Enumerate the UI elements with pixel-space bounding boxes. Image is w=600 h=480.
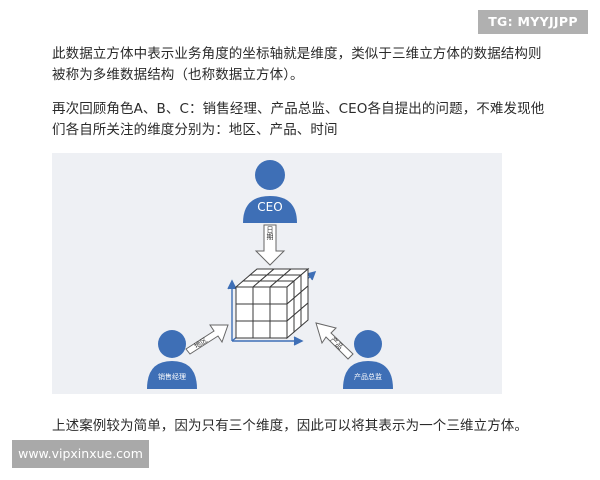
cube-front-face (269, 303, 288, 322)
cube-front-face (252, 303, 271, 322)
paragraph-2: 再次回顾角色A、B、C：销售经理、产品总监、CEO各自提出的问题，不难发现他们各… (52, 101, 545, 138)
cube-front-face (235, 286, 254, 305)
cube-front-face (252, 286, 271, 305)
product-director-person-icon: 产品总监 (343, 330, 393, 389)
product-director-label: 产品总监 (354, 372, 382, 381)
data-cube (234, 267, 310, 340)
cube-front-face (235, 320, 254, 339)
cube-front-face (269, 286, 288, 305)
sales-manager-person-icon: 销售经理 (147, 330, 197, 389)
data-cube-diagram: CEO 日期 地区 (147, 160, 393, 389)
sales-manager-label: 销售经理 (158, 372, 186, 381)
date-arrow-label: 日期 (266, 226, 274, 241)
date-arrow: 日期 (254, 224, 286, 266)
cube-front-face (269, 320, 288, 339)
region-arrow: 地区 (185, 324, 229, 355)
paragraph-1: 此数据立方体中表示业务角度的坐标轴就是维度，类似于三维立方体的数据结构则被称为多… (52, 46, 542, 83)
paragraph-3: 上述案例较为简单，因为只有三个维度，因此可以将其表示为一个三维立方体。 (52, 418, 528, 434)
product-arrow: 产品 (315, 322, 354, 360)
data-cube-figure: CEO 日期 地区 (52, 153, 502, 394)
cube-front-face (252, 320, 271, 339)
telegram-watermark: TG: MYYJJPP (478, 10, 588, 34)
website-watermark: www.vipxinxue.com (12, 440, 149, 468)
ceo-label: CEO (257, 200, 282, 214)
cube-front-face (235, 303, 254, 322)
ceo-person-icon: CEO (243, 160, 297, 223)
